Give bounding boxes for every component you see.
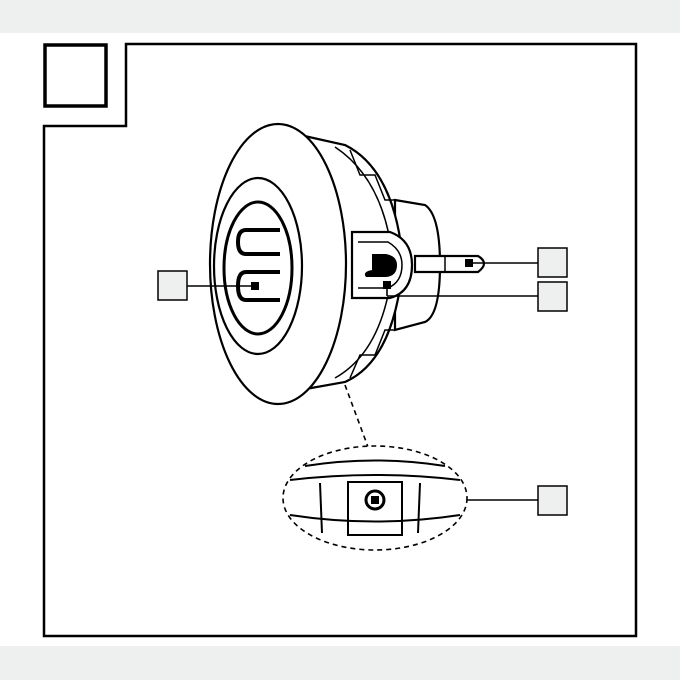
hand-press-icon bbox=[364, 254, 397, 277]
socket-face bbox=[222, 200, 294, 336]
marker-socket bbox=[251, 282, 259, 290]
detail-view-content bbox=[289, 459, 461, 536]
bottom-margin-band bbox=[0, 646, 680, 680]
socket-hole-top bbox=[235, 228, 280, 256]
top-margin-band bbox=[0, 0, 680, 33]
callout-box-button bbox=[537, 281, 568, 312]
figure-frame bbox=[42, 42, 638, 638]
figure-number-box bbox=[43, 43, 108, 108]
marker-button bbox=[383, 281, 391, 289]
plug-pin bbox=[413, 254, 486, 274]
callout-box-plug-pin bbox=[537, 247, 568, 278]
detail-leader bbox=[344, 384, 369, 448]
callout-box-led bbox=[537, 485, 568, 516]
adapter-device bbox=[208, 122, 486, 406]
marker-plug-pin bbox=[465, 259, 473, 267]
marker-led bbox=[371, 496, 379, 504]
callout-box-socket bbox=[157, 270, 188, 301]
